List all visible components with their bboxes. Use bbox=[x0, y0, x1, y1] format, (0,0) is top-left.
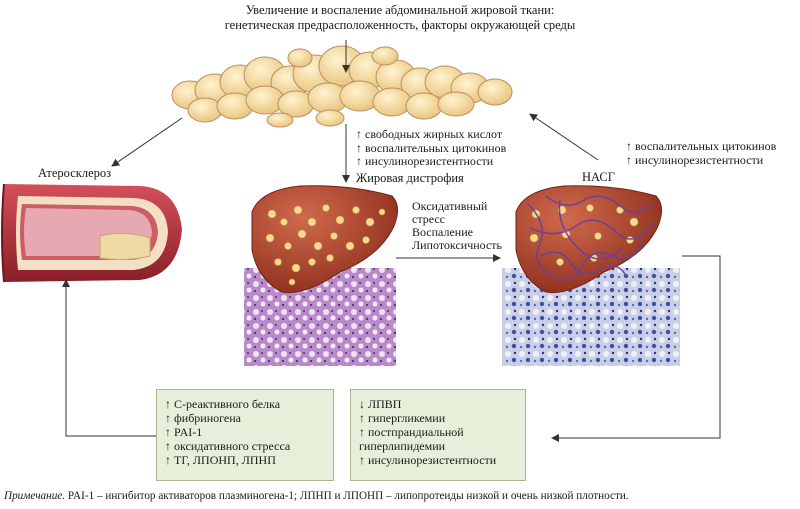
steatotic-liver-image bbox=[251, 185, 398, 294]
arrow-nash-to-tissue bbox=[529, 113, 599, 161]
center-effect-item: ↑ инсулинорезистентности bbox=[356, 154, 494, 168]
nash-histology-image bbox=[502, 268, 680, 366]
marker-item: ↑ PAI-1 bbox=[165, 425, 203, 439]
marker-item: ↑ постпрандиальной bbox=[359, 425, 464, 439]
diagram-title: Увеличение и воспаление абдоминальной жи… bbox=[0, 3, 800, 33]
transition-factor: стресс bbox=[412, 212, 445, 226]
transition-factor: Воспаление bbox=[412, 225, 473, 239]
marker-item: гиперлипидемии bbox=[359, 439, 446, 453]
artery-image bbox=[1, 183, 182, 283]
adipose-tissue-image bbox=[171, 45, 513, 128]
nash-liver-image bbox=[515, 185, 662, 294]
title-line-2: генетическая предрасположенность, фактор… bbox=[224, 18, 576, 32]
footnote-label: Примечание. bbox=[4, 490, 66, 502]
nash-label: НАСГ bbox=[582, 170, 615, 184]
arrow-tissue-to-atherosclerosis bbox=[111, 117, 183, 167]
marker-item: ↓ ЛПВП bbox=[359, 397, 402, 411]
right-effect-item: ↑ воспалительных цитокинов bbox=[626, 139, 777, 153]
footnote-text: PAI-1 – ингибитор активаторов плазминоге… bbox=[65, 490, 629, 502]
arrow-left-box-to-atherosclerosis bbox=[62, 279, 156, 437]
arrow-nash-to-right-box bbox=[551, 255, 721, 442]
marker-item: ↑ оксидативного стресса bbox=[165, 439, 291, 453]
center-effect-item: ↑ свободных жирных кислот bbox=[356, 127, 503, 141]
marker-item: ↑ фибриногена bbox=[165, 411, 241, 425]
transition-factors: Оксидативный стресс Воспаление Липотокси… bbox=[412, 200, 502, 252]
footnote: Примечание. PAI-1 – ингибитор активаторо… bbox=[4, 490, 629, 502]
steatosis-label: Жировая дистрофия bbox=[356, 171, 464, 185]
marker-item: ↑ С-реактивного белка bbox=[165, 397, 281, 411]
center-effect-item: ↑ воспалительных цитокинов bbox=[356, 140, 507, 155]
marker-item: ↑ инсулинорезистентности bbox=[359, 453, 497, 467]
marker-item: ↑ ТГ, ЛПОНП, ЛПНП bbox=[165, 453, 276, 467]
transition-factor: Оксидативный bbox=[412, 199, 488, 213]
right-effects-list: ↑ воспалительных цитокинов ↑ инсулинорез… bbox=[626, 139, 777, 167]
metabolic-markers-box: ↓ ЛПВП ↑ гипергликемии ↑ постпрандиально… bbox=[350, 389, 526, 481]
right-effect-item: ↑ инсулинорезистентности bbox=[626, 152, 764, 167]
transition-factor: Липотоксичность bbox=[412, 238, 502, 252]
inflammation-markers-box: ↑ С-реактивного белка ↑ фибриногена ↑ PA… bbox=[156, 389, 334, 481]
title-line-1: Увеличение и воспаление абдоминальной жи… bbox=[245, 3, 555, 17]
atherosclerosis-label: Атеросклероз bbox=[38, 166, 112, 180]
marker-item: ↑ гипергликемии bbox=[359, 411, 446, 425]
center-effects-list: ↑ свободных жирных кислот ↑ воспалительн… bbox=[356, 127, 507, 169]
